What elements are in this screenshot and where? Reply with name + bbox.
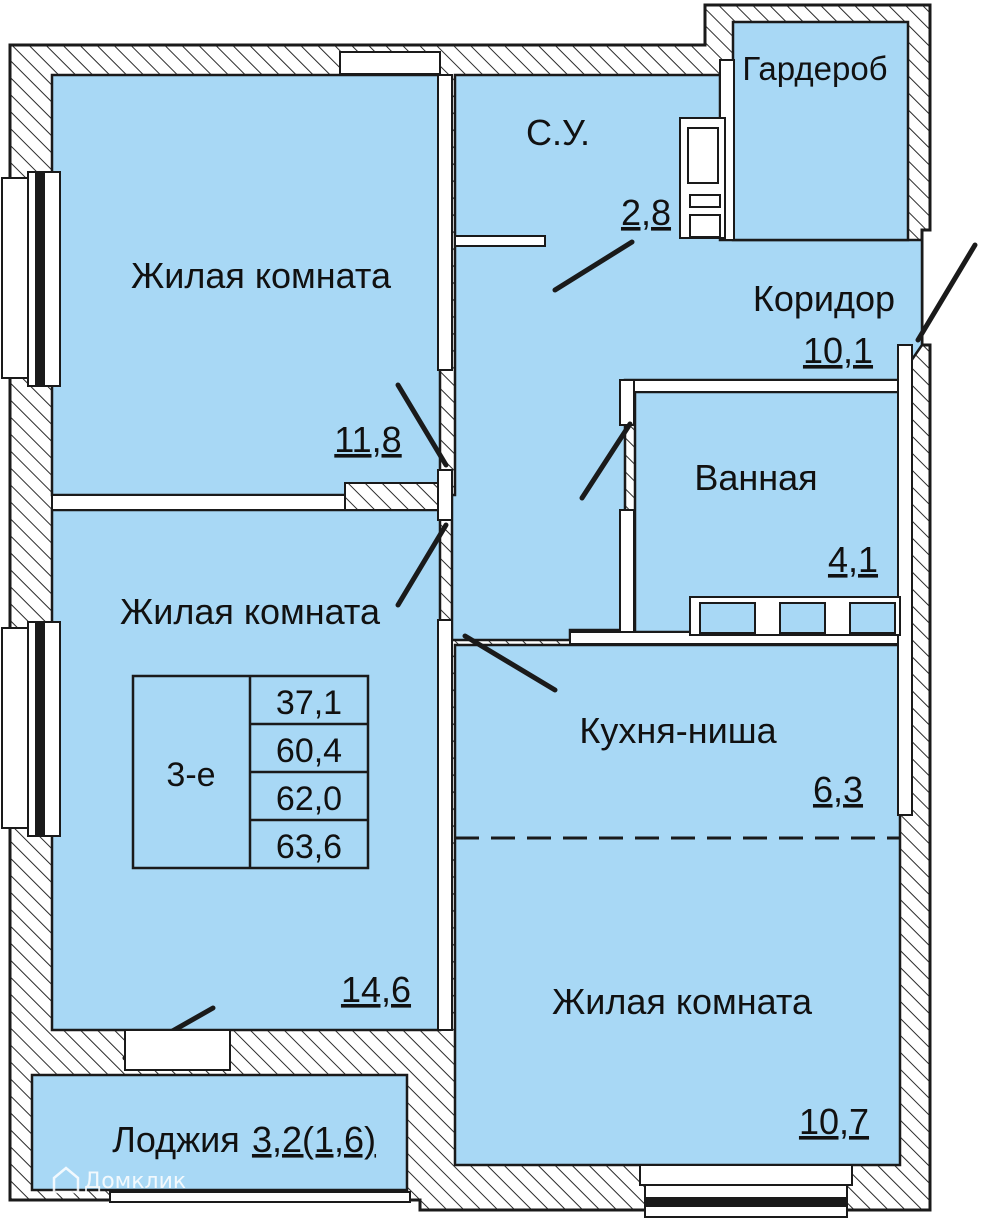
loggia-name: Лоджия bbox=[112, 1119, 240, 1160]
windows bbox=[1, 51, 853, 1218]
room-loggia bbox=[30, 1073, 409, 1192]
room-labels: Жилая комната 11,8 С.У. 2,8 Гардероб Кор… bbox=[112, 50, 895, 1160]
summary-area-total: 60,4 bbox=[276, 732, 342, 770]
living-room-1-name: Жилая комната bbox=[131, 255, 392, 296]
corridor-name: Коридор bbox=[753, 278, 895, 319]
room-fills bbox=[30, 20, 924, 1192]
summary-area-total-loggia-half: 62,0 bbox=[276, 780, 342, 818]
loggia-area: 3,2(1,6) bbox=[252, 1119, 376, 1160]
living-room-3-area: 10,7 bbox=[799, 1101, 869, 1142]
area-summary-table: 3-е 37,1 60,4 62,0 63,6 bbox=[131, 674, 370, 870]
corridor-area: 10,1 bbox=[803, 330, 873, 371]
interior-walls bbox=[51, 59, 913, 1031]
house-icon bbox=[52, 1166, 80, 1194]
room-living-2 bbox=[50, 508, 442, 1032]
living-room-2-name: Жилая комната bbox=[120, 591, 381, 632]
living-room-2-area: 14,6 bbox=[341, 969, 411, 1010]
loggia-threshold bbox=[124, 1029, 231, 1071]
summary-area-living: 37,1 bbox=[276, 684, 342, 722]
living-room-1-area: 11,8 bbox=[334, 419, 401, 460]
kitchen-niche-area: 6,3 bbox=[813, 769, 863, 810]
summary-area-total-loggia-full: 63,6 bbox=[276, 828, 342, 866]
wc-area: 2,8 bbox=[621, 192, 671, 233]
bath-name: Ванная bbox=[694, 457, 817, 498]
watermark: Домклик bbox=[52, 1166, 186, 1194]
room-wardrobe bbox=[731, 20, 910, 242]
wc-name: С.У. bbox=[526, 112, 590, 153]
room-living-1 bbox=[50, 73, 442, 497]
wardrobe-name: Гардероб bbox=[742, 50, 887, 87]
watermark-text: Домклик bbox=[84, 1169, 186, 1194]
summary-rooms-label: 3-е bbox=[166, 756, 215, 794]
bath-area: 4,1 bbox=[828, 539, 878, 580]
kitchen-niche-name: Кухня-ниша bbox=[579, 710, 777, 751]
living-room-3-name: Жилая комната bbox=[552, 981, 813, 1022]
